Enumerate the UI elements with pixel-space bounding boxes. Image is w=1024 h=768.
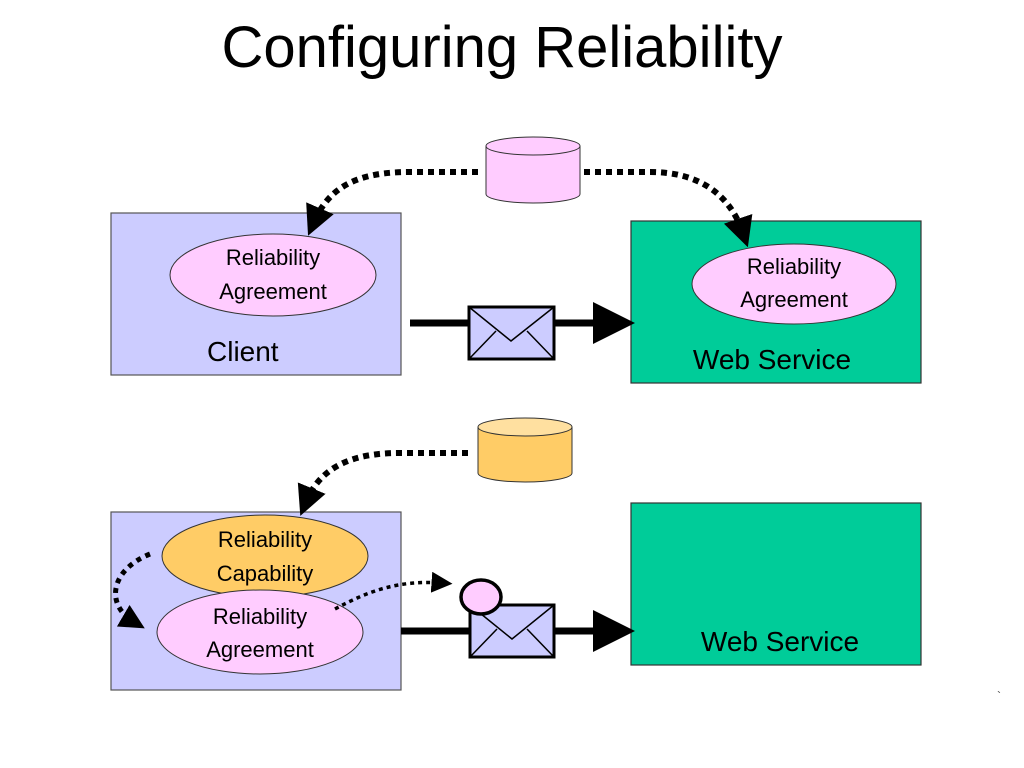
dotted-arrow-capability-to-agreement	[113, 551, 151, 629]
envelope-with-header-icon	[459, 578, 556, 659]
agreement-line1: Reliability	[226, 245, 320, 270]
service-agreement-top: Reliability Agreement	[691, 243, 897, 325]
database-cylinder-icon	[477, 417, 573, 483]
dotted-arrow-to-capability	[297, 450, 468, 516]
agreement-line2: Agreement	[219, 279, 327, 304]
database-cylinder-icon	[485, 136, 581, 204]
web-service-label: Web Service	[701, 626, 859, 657]
web-service-box-bottom: Web Service	[630, 502, 922, 666]
envelope-icon	[467, 305, 556, 361]
capability-line1: Reliability	[218, 527, 312, 552]
slide-title: Configuring Reliability	[221, 15, 783, 80]
agreement-line1: Reliability	[213, 604, 307, 629]
header-bubble-icon	[459, 578, 503, 616]
dotted-arrow-to-client-agreement	[306, 169, 478, 236]
client-label: Client	[207, 336, 279, 367]
web-service-label: Web Service	[693, 344, 851, 375]
agreement-line1: Reliability	[747, 254, 841, 279]
client-agreement-bottom: Reliability Agreement	[156, 589, 364, 675]
client-capability: Reliability Capability	[161, 514, 369, 598]
stray-mark: `	[997, 689, 1001, 703]
dotted-arrow-agreement-to-header	[334, 571, 453, 611]
top-scenario: Client Reliability Agreement Web Service…	[110, 136, 922, 384]
dotted-arrow-to-service-agreement	[584, 169, 753, 248]
bottom-scenario: Reliability Capability Reliability Agree…	[110, 417, 922, 691]
client-agreement-top: Reliability Agreement	[169, 233, 377, 317]
capability-line2: Capability	[217, 561, 314, 586]
agreement-line2: Agreement	[206, 637, 314, 662]
agreement-line2: Agreement	[740, 287, 848, 312]
